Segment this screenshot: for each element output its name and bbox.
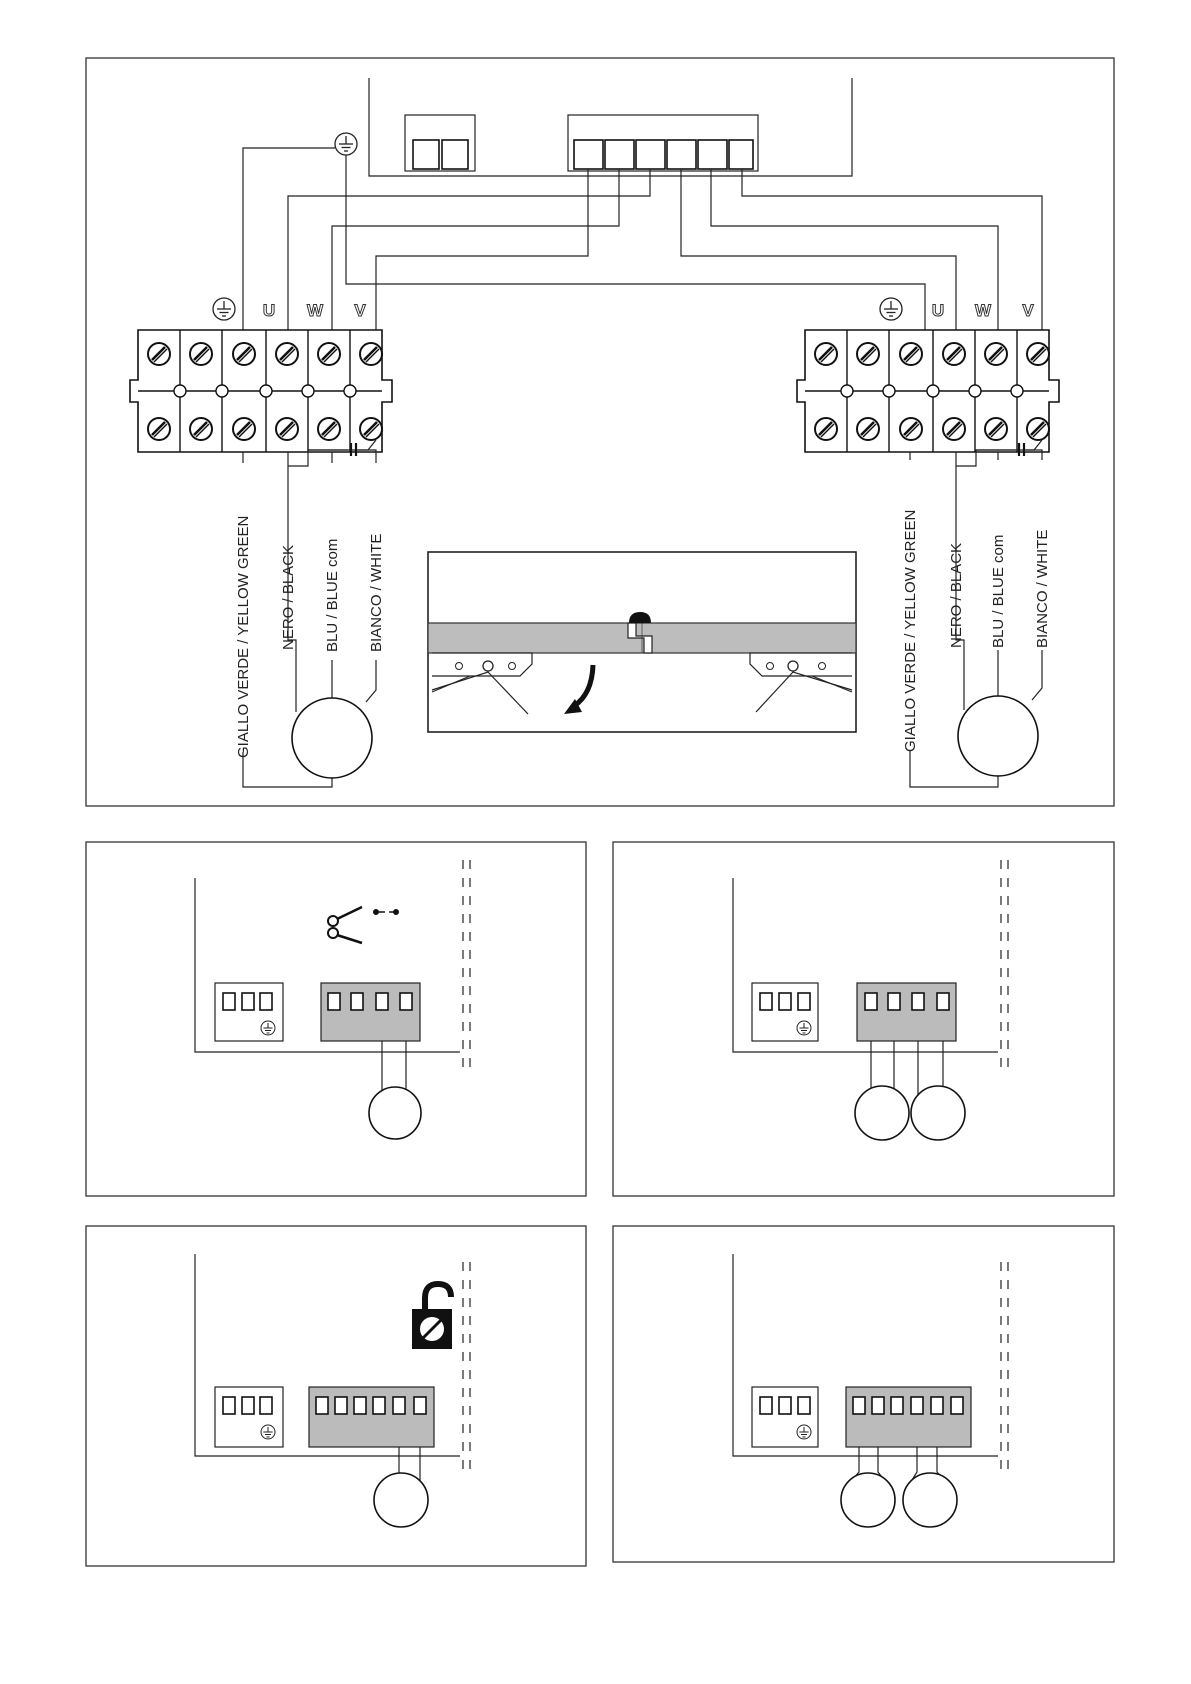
scissors-icon: [328, 907, 399, 943]
wire-label-black: NERO / BLACK: [948, 543, 965, 648]
terminal-block-right: [797, 330, 1059, 452]
wire-label-white: BIANCO / WHITE: [368, 534, 385, 652]
motor: [369, 1087, 421, 1139]
terminal-label-v: V: [354, 301, 366, 320]
config-panel-two-motors-alt: [613, 1226, 1114, 1562]
control-board: [369, 78, 852, 176]
ground-icon: [335, 133, 357, 155]
motor: [841, 1473, 895, 1527]
wire-label-black: NERO / BLACK: [280, 545, 297, 650]
ground-icon: [213, 298, 235, 320]
config-panel-single-motor-lock: [86, 1226, 586, 1566]
terminal-label-u: U: [263, 301, 275, 320]
wire-label-blue: BLU / BLUE com: [990, 535, 1007, 648]
ground-icon: [797, 1021, 811, 1035]
wire-label-blue: BLU / BLUE com: [324, 539, 341, 652]
terminal-label-w: W: [975, 301, 992, 320]
capacitor-icon: [976, 440, 1042, 456]
terminal-label-u: U: [932, 301, 944, 320]
ground-icon: [797, 1425, 811, 1439]
config-panel-single-motor: [86, 842, 586, 1196]
capacitor-icon: [308, 440, 376, 456]
left-motor-wiring: GIALLO VERDE / YELLOW GREEN NERO / BLACK…: [235, 440, 385, 787]
left-motor: [292, 698, 372, 778]
terminal-label-w: W: [307, 301, 324, 320]
motor: [855, 1086, 909, 1140]
ground-icon: [261, 1425, 275, 1439]
motor: [903, 1473, 957, 1527]
main-wiring-panel: U W V U W V GIALLO VERD: [86, 58, 1114, 806]
right-motor-wiring: GIALLO VERDE / YELLOW GREEN NERO / BLACK…: [902, 440, 1051, 787]
wire-label-white: BIANCO / WHITE: [1034, 530, 1051, 648]
terminal-label-v: V: [1022, 301, 1034, 320]
gate-inset: [428, 552, 856, 732]
wire-label-yellow-green: GIALLO VERDE / YELLOW GREEN: [235, 516, 252, 758]
ground-icon: [880, 298, 902, 320]
motor: [911, 1086, 965, 1140]
config-panel-two-motors: [613, 842, 1114, 1196]
right-motor: [958, 696, 1038, 776]
motor: [374, 1473, 428, 1527]
open-padlock-icon: [412, 1284, 452, 1349]
terminal-block-left: [130, 330, 392, 452]
wire-label-yellow-green: GIALLO VERDE / YELLOW GREEN: [902, 510, 919, 752]
ground-icon: [261, 1021, 275, 1035]
